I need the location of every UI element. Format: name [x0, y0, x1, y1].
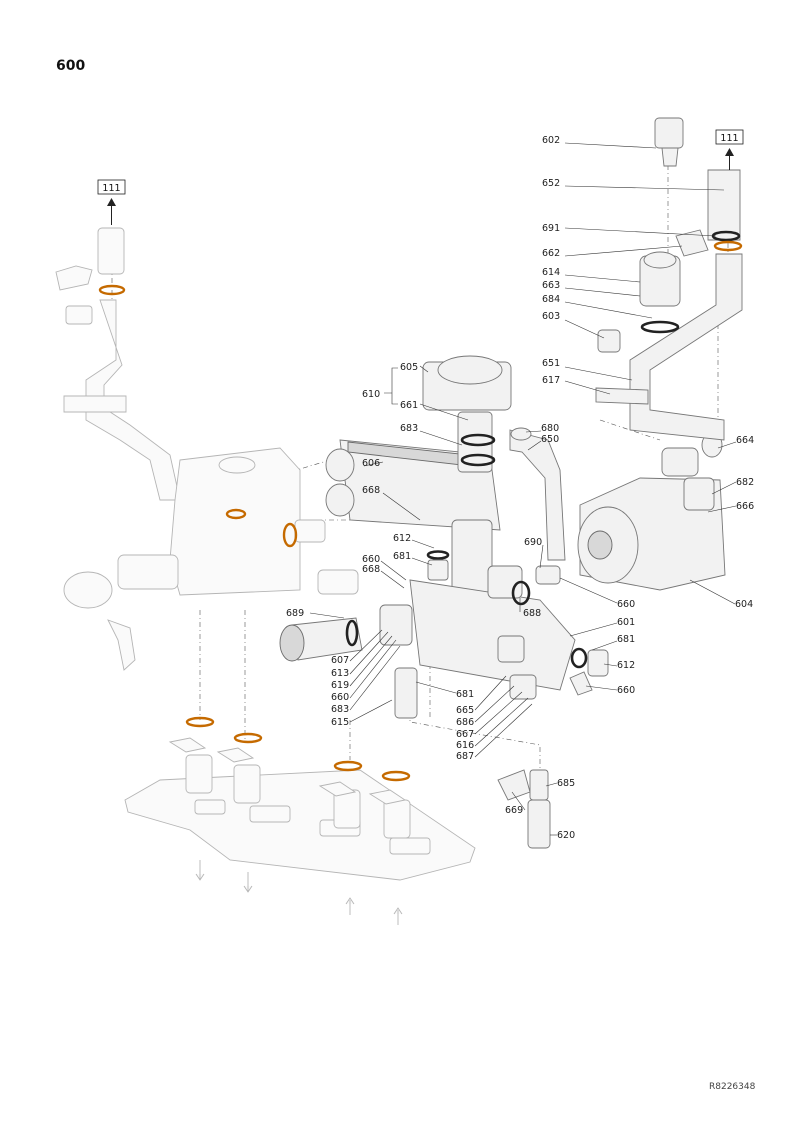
part-label: 650 [541, 434, 559, 445]
part-label: 666 [736, 501, 754, 512]
part-label: 686 [456, 717, 474, 728]
part-label: 651 [542, 358, 560, 369]
part-label: 683 [400, 423, 418, 434]
part-label: 603 [542, 311, 560, 322]
part-label: 619 [331, 680, 349, 691]
part-label: 617 [542, 375, 560, 386]
part-label: 680 [541, 423, 559, 434]
part-label: 610 [362, 389, 380, 400]
part-label: 660 [331, 692, 349, 703]
part-label: 660 [362, 554, 380, 565]
part-label: 604 [735, 599, 753, 610]
part-label: 662 [542, 248, 560, 259]
mounting-plate [124, 716, 476, 925]
part-label: 682 [736, 477, 754, 488]
central-assembly [279, 355, 609, 719]
left-hydraulic-group [55, 227, 359, 671]
part-label: 605 [400, 362, 418, 373]
part-label: 684 [542, 294, 560, 305]
part-label: 665 [456, 705, 474, 716]
part-label: 607 [331, 655, 349, 666]
part-labels: 602 652 691 662 614 663 684 603 605 610 … [286, 135, 754, 841]
part-label: 689 [286, 608, 304, 619]
part-label: 667 [456, 729, 474, 740]
part-label: 668 [362, 485, 380, 496]
part-label: 687 [456, 751, 474, 762]
part-label: 660 [617, 599, 635, 610]
part-label: 613 [331, 668, 349, 679]
part-label: 668 [362, 564, 380, 575]
part-label: 606 [362, 458, 380, 469]
reference-box-label: 111 [720, 133, 738, 144]
reference-box-right: 111 [715, 129, 744, 170]
part-label: 616 [456, 740, 474, 751]
part-label: 612 [617, 660, 635, 671]
part-label: 688 [523, 608, 541, 619]
part-label: 664 [736, 435, 754, 446]
part-label: 601 [617, 617, 635, 628]
part-label: 663 [542, 280, 560, 291]
part-label: 683 [331, 704, 349, 715]
part-label: 681 [393, 551, 411, 562]
part-label: 612 [393, 533, 411, 544]
part-label: 690 [524, 537, 542, 548]
reference-box-label: 111 [102, 183, 120, 194]
part-label: 681 [456, 689, 474, 700]
page-title: 600 [56, 58, 86, 74]
drawing-reference-code: R8226348 [709, 1082, 756, 1092]
pump-group [509, 117, 743, 591]
part-label: 691 [542, 223, 560, 234]
drain-valve-group [497, 769, 551, 849]
part-label: 615 [331, 717, 349, 728]
part-label: 669 [505, 805, 523, 816]
part-label: 681 [617, 634, 635, 645]
part-label: 614 [542, 267, 560, 278]
part-label: 602 [542, 135, 560, 146]
part-label: 620 [557, 830, 575, 841]
callout-leaders [309, 142, 737, 836]
part-label: 685 [557, 778, 575, 789]
part-label: 661 [400, 400, 418, 411]
part-label: 660 [617, 685, 635, 696]
reference-box-left: 111 [97, 179, 126, 225]
part-label: 652 [542, 178, 560, 189]
